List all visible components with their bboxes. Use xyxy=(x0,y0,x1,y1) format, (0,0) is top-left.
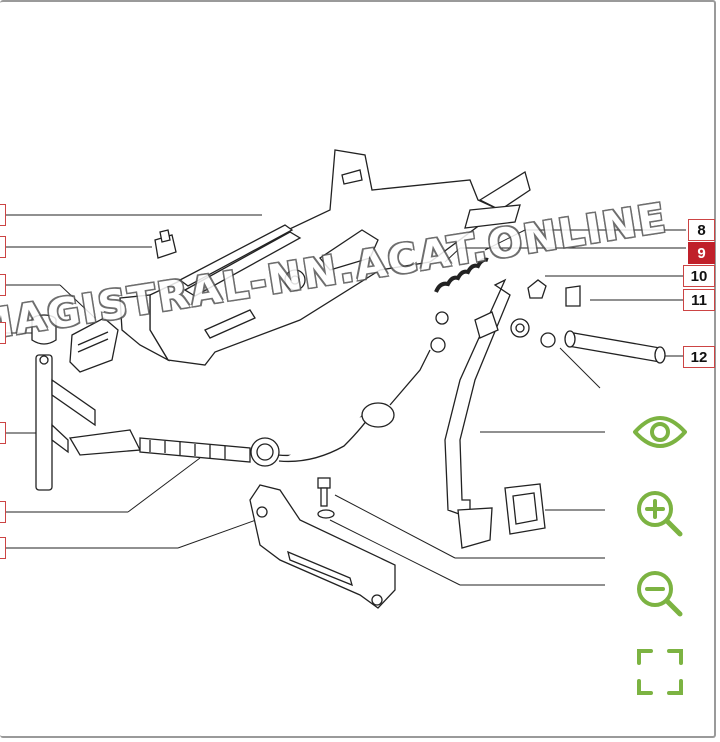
callout-10[interactable]: 10 xyxy=(683,265,715,287)
zoom-in-icon xyxy=(637,491,683,537)
callout-12[interactable]: 12 xyxy=(683,346,715,368)
view-button[interactable] xyxy=(628,400,692,464)
callout-stub[interactable] xyxy=(0,422,6,444)
pedal-box-bracket xyxy=(119,149,531,366)
pedal-pad xyxy=(504,483,546,535)
rubber-block xyxy=(69,317,119,373)
fork-lever xyxy=(35,354,96,491)
zoom-out-icon xyxy=(637,571,683,617)
callout-11[interactable]: 11 xyxy=(683,289,715,311)
callout-9[interactable]: 9 xyxy=(688,242,715,264)
small-hardware xyxy=(527,279,666,364)
clip-part xyxy=(154,229,177,259)
callout-stub[interactable] xyxy=(0,537,6,559)
callout-stub[interactable] xyxy=(0,322,6,344)
zoom-out-button[interactable] xyxy=(628,562,692,626)
bolt-and-washer xyxy=(317,477,335,519)
callout-stub[interactable] xyxy=(0,501,6,523)
callout-stub[interactable] xyxy=(0,204,6,226)
return-spring xyxy=(434,257,489,293)
zoom-in-button[interactable] xyxy=(628,482,692,546)
clutch-cable xyxy=(68,337,446,467)
callout-stub[interactable] xyxy=(0,236,6,258)
clutch-pedal xyxy=(435,278,530,549)
callout-stub[interactable] xyxy=(0,274,6,296)
cap-part xyxy=(31,314,57,345)
lower-bracket xyxy=(249,484,396,609)
callout-8[interactable]: 8 xyxy=(688,219,715,241)
eye-icon xyxy=(633,416,687,448)
fullscreen-icon xyxy=(637,649,683,695)
fullscreen-button[interactable] xyxy=(628,640,692,704)
